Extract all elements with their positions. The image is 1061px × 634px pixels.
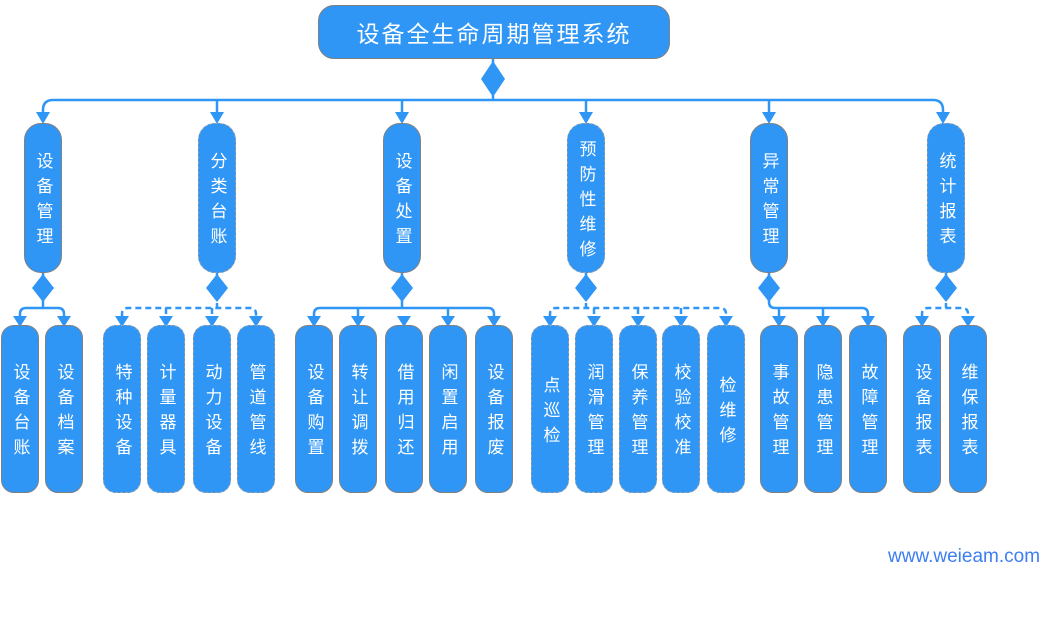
node-measuring-instruments: 计量器具 [147,325,185,493]
node-label: 设备台账 [10,363,30,463]
node-special-equipment: 特种设备 [103,325,141,493]
diamond-icon [935,274,957,302]
node-label: 计量器具 [156,363,176,463]
node-preventive-maintenance: 预防性维修 [567,123,605,273]
node-label: 闲置启用 [438,363,458,463]
node-label: 校验校准 [671,363,691,463]
node-label: 异常管理 [759,152,779,252]
node-idle-activation: 闲置启用 [429,325,467,493]
node-label: 借用归还 [394,363,414,463]
node-label: 故障管理 [858,363,878,463]
node-label: 设备购置 [304,363,324,463]
arrowheads-level1 [36,112,950,124]
diamond-icon [32,274,54,302]
diamond-root [481,61,505,97]
node-label: 检维修 [716,375,736,451]
node-power-equipment: 动力设备 [193,325,231,493]
node-transfer-allocation: 转让调拨 [339,325,377,493]
node-calibration-check: 校验校准 [662,325,700,493]
node-equipment-report: 设备报表 [903,325,941,493]
node-fault-management: 故障管理 [849,325,887,493]
node-equipment-archives: 设备档案 [45,325,83,493]
node-upkeep-management: 保养管理 [619,325,657,493]
diamond-icon [575,274,597,302]
watermark-url: www.weieam.com [888,546,1041,567]
diamond-icon [758,274,780,302]
root-node: 设备全生命周期管理系统 [318,5,670,59]
node-spot-inspection: 点巡检 [531,325,569,493]
node-pipeline-network: 管道管线 [237,325,275,493]
node-label: 隐患管理 [813,363,833,463]
node-label: 管道管线 [246,363,266,463]
diamond-icon [206,274,228,302]
node-hidden-danger-management: 隐患管理 [804,325,842,493]
node-label: 预防性维修 [576,139,596,265]
node-label: 转让调拨 [348,363,368,463]
node-label: 设备报表 [912,363,932,463]
node-label: 分类台账 [207,152,227,252]
node-classified-ledger: 分类台账 [198,123,236,273]
node-accident-management: 事故管理 [760,325,798,493]
node-equipment-ledger: 设备台账 [1,325,39,493]
root-node-label: 设备全生命周期管理系统 [356,21,632,47]
node-equipment-disposal: 设备处置 [383,123,421,273]
node-label: 点巡检 [540,375,560,451]
node-overhaul: 检维修 [707,325,745,493]
arrowheads-level2 [13,316,975,327]
node-label: 设备档案 [54,363,74,463]
node-label: 设备报废 [484,363,504,463]
node-label: 设备管理 [33,152,53,252]
node-maintenance-report: 维保报表 [949,325,987,493]
node-borrow-return: 借用归还 [385,325,423,493]
node-label: 维保报表 [958,363,978,463]
connector-branch-exception-management [767,273,870,317]
node-equipment-scrapping: 设备报废 [475,325,513,493]
diamond-connectors [32,61,957,302]
node-equipment-management: 设备管理 [24,123,62,273]
node-label: 润滑管理 [584,363,604,463]
node-exception-management: 异常管理 [750,123,788,273]
node-label: 统计报表 [936,152,956,252]
node-label: 设备处置 [392,152,412,252]
connector-branch-classified-ledger [120,273,258,317]
node-equipment-purchase: 设备购置 [295,325,333,493]
node-label: 事故管理 [769,363,789,463]
node-statistical-reports: 统计报表 [927,123,965,273]
connector-branch-preventive-maintenance [548,273,728,317]
node-label: 保养管理 [628,363,648,463]
node-label: 动力设备 [202,363,222,463]
diamond-icon [391,274,413,302]
node-lubrication-management: 润滑管理 [575,325,613,493]
node-label: 特种设备 [112,363,132,463]
